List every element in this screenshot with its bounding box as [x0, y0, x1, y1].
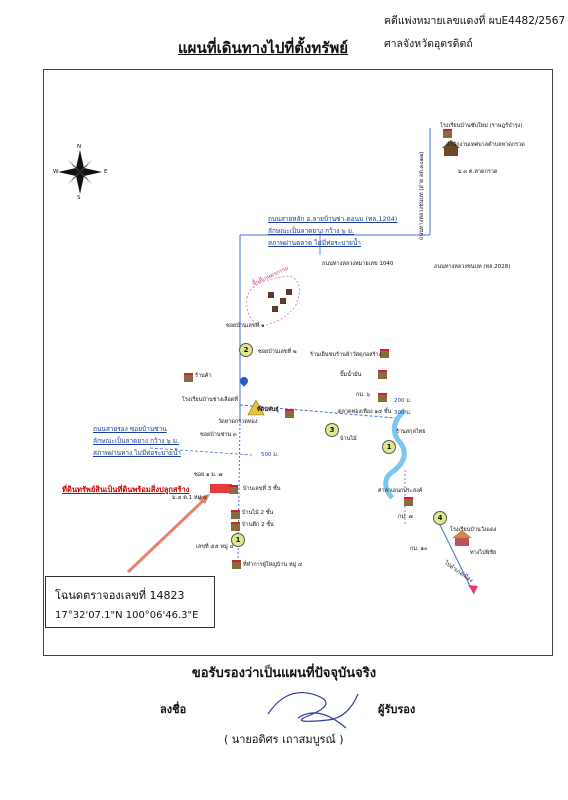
- marker-badge-1: 1: [231, 533, 245, 547]
- court-name: ศาลจังหวัดอุตรดิตถ์: [384, 38, 473, 50]
- label-sakulthai: ร้านสกุลไทย: [396, 429, 426, 435]
- label-school-bottom: โรงเรียนบ้านวังแดง: [450, 527, 497, 533]
- label-house-b: ซอยบ้านเลขที่ ๒: [258, 349, 297, 355]
- label-lot-no: เลขที่ ๕๕ หมู่ ๔: [196, 544, 234, 550]
- office-icon: [442, 140, 460, 148]
- house-icon: [229, 485, 238, 494]
- deed-coordinates: 17°32'07.1"N 100°06'46.3"E: [55, 610, 199, 621]
- road-east: [239, 404, 396, 419]
- compass-e-label: E: [104, 169, 108, 175]
- property-arrow: [126, 496, 208, 574]
- label-road-1040: ถนนทางหลวงหมายเลข 1040: [322, 261, 394, 267]
- label-road-vertical: ถนนทางหลวงชนบท (สาย อต.๓๐๑๗): [419, 151, 425, 240]
- label-road-block2-1: ถนนสายรอง ซอยบ้านซ่าน: [93, 425, 167, 433]
- label-road-2028: ถนนทางหลวงชนบท (ทล.2028): [434, 264, 511, 270]
- house-icon: [232, 560, 241, 569]
- river: [383, 408, 407, 500]
- label-road-block1-1: ถนนสายหลัก อ.ลายบ้านซ่า-ดอนม (ทล.1204): [268, 215, 398, 223]
- marker-badge-4: 4: [433, 511, 447, 525]
- label-temple-mid: ที่ดินพันธุ์: [257, 407, 279, 413]
- label-house-no: บ้านเลขที่ 3 ชั้น: [243, 486, 281, 492]
- label-concrete-house: บ้านตึก 2 ชั้น: [242, 522, 274, 528]
- label-salaa: ศาลาเอนกประสงค์: [378, 488, 423, 494]
- label-dist-300: 300 ม.: [394, 410, 412, 416]
- school-icon: [443, 129, 452, 138]
- label-shop-left: ร้านค้า: [195, 373, 212, 379]
- label-school-top: โรงเรียนบ้านซับใหม่ (ราษฎร์บำรุง): [440, 123, 523, 129]
- map-frame: [43, 69, 553, 656]
- label-office-top: สำนักงานเทศบาลตำบลหาดกรวด: [446, 142, 525, 148]
- temple-icon: [247, 399, 265, 416]
- label-gas-station: ปั๊มน้ำมัน: [340, 372, 362, 378]
- label-km7: กม. ๗: [398, 514, 413, 520]
- deed-info-box: [45, 576, 215, 628]
- label-house-c: บ้านไม้: [340, 436, 357, 442]
- label-soi-near2: ซอย ๑ ม. ๗: [194, 472, 223, 478]
- signature-mark: [267, 692, 359, 729]
- label-hat-kruat: ม.๓ ต.หาดกรวด: [458, 169, 498, 175]
- marker-badge-1-east: 1: [382, 440, 396, 454]
- shop-icon: [184, 373, 193, 382]
- label-moo: ม.๔ ต.1 หมู่ ๔: [172, 495, 208, 501]
- compass-icon: [58, 150, 102, 194]
- page-title: แผนที่เดินทางไปที่ตั้งทรัพย์: [178, 39, 348, 57]
- compass-n-label: N: [77, 144, 82, 150]
- label-road-block2-2: ลักษณะเป็นลาดยาง กว้าง ๖ ม.: [93, 437, 180, 445]
- label-dist-200: 200 ม.: [394, 398, 412, 404]
- case-number: คดีแพ่งหมายเลขแดงที่ ผบE4482/2567: [384, 15, 566, 27]
- label-road-block1-2: ลักษณะเป็นลาดยาง กว้าง ๖ ม.: [268, 227, 355, 235]
- property-marker: [210, 484, 232, 493]
- salaa-icon: [404, 497, 413, 506]
- house-icon: [231, 522, 240, 531]
- house-icon: [231, 510, 240, 519]
- label-village-office: ที่ทำการผู้ใหญ่บ้าน หมู่ ๔: [243, 562, 303, 568]
- label-soi-near1: ซอยบ้านซ่าน ๓: [200, 432, 237, 438]
- label-dist-500: 500 ม.: [261, 452, 279, 458]
- label-km10: กม. ๑๐: [410, 546, 428, 552]
- compass-w-label: W: [53, 169, 59, 175]
- store-icon: [380, 349, 389, 358]
- label-to-phichai: ทางไปพิชัย: [470, 550, 497, 556]
- deed-title: โฉนดตราจองเลขที่ 14823: [55, 589, 185, 602]
- field-boundary: [246, 275, 300, 327]
- school-bottom-icon: [452, 530, 472, 538]
- label-road-block1-3: สภาพผ่านตลาด ไม่มีท่อระบายน้ำ: [268, 239, 361, 247]
- certifier-label: ผู้รับรอง: [378, 703, 416, 716]
- label-school-mid: โรงเรียนบ้านช่างเลือดที่: [182, 397, 239, 403]
- label-shop-right: ร้านเย็นชมร้านค้าวัสดุก่อสร้าง: [310, 352, 382, 358]
- signer-name: ( นายอดิศร เถาสมบูรณ์ ): [224, 733, 344, 746]
- label-market: ตลาดทองเทือง ๑๕ ชั้น: [338, 409, 392, 415]
- label-wood-house: บ้านไม้ 2 ชั้น: [242, 510, 274, 516]
- house-icon: [378, 393, 387, 402]
- arrow-to-city: [468, 585, 478, 594]
- gas-station-icon: [378, 370, 387, 379]
- road-property-branch: [149, 447, 253, 456]
- compass-s-label: S: [77, 195, 81, 201]
- marker-badge-3: 3: [325, 423, 339, 437]
- house-icon: [285, 409, 294, 418]
- certification-text: ขอรับรองว่าเป็นแผนที่ปัจจุบันจริง: [191, 666, 377, 681]
- label-km6: กม. ๖: [356, 392, 370, 398]
- sign-label: ลงชื่อ: [160, 703, 187, 716]
- label-temple: วัดหาดกรวดทอง: [218, 419, 258, 425]
- marker-badge-2: 2: [239, 343, 253, 357]
- label-road-block2-3: สภาพผ่านทาง ไม่มีท่อระบายน้ำ: [93, 449, 181, 457]
- label-house-a: ซอยบ้านเลขที่ ๑: [226, 323, 265, 329]
- road-to-city: [439, 524, 475, 595]
- label-property: ที่ดินทรัพย์สินเป็นที่ดินพร้อมสิ่งปลูกสร…: [62, 485, 190, 494]
